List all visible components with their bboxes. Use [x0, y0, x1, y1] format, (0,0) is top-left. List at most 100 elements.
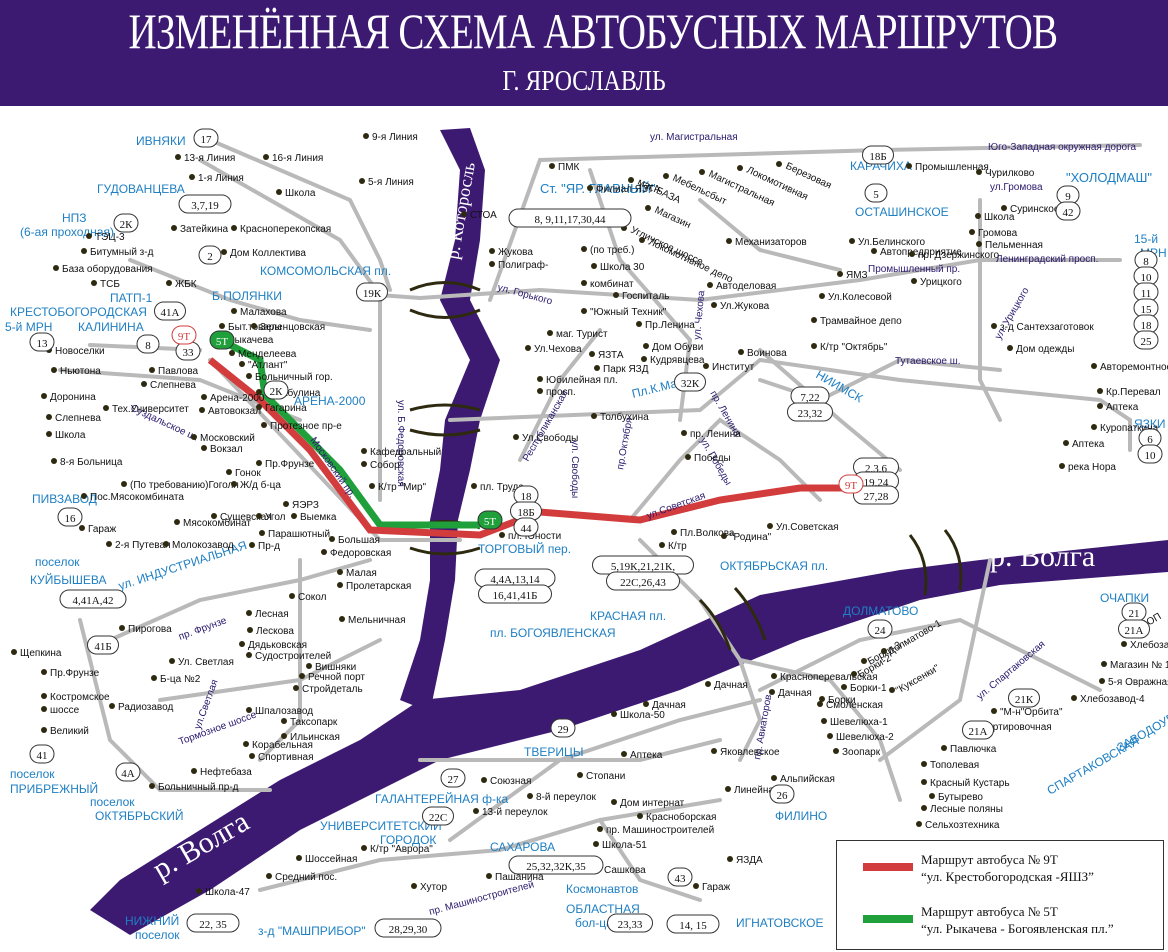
route-badge-1[interactable]: 3,7,19 — [178, 194, 232, 214]
route-badge-9[interactable]: 5Т — [209, 330, 235, 350]
stop-dot-167 — [486, 873, 492, 879]
stop-label-160: пр. Машиностроителей — [606, 825, 714, 836]
route-badge-14[interactable]: 41Б — [87, 635, 119, 655]
stop-dot-25 — [256, 389, 262, 395]
route-badge-0[interactable]: 17 — [193, 128, 219, 148]
route-badge-24[interactable]: 11 — [1133, 282, 1159, 302]
stop-dot-195 — [921, 805, 927, 811]
route-badge-26[interactable]: 18 — [1133, 314, 1159, 334]
route-badge-33[interactable]: 27,28 — [853, 485, 899, 505]
route-badge-38[interactable]: 5Т — [477, 510, 503, 530]
stop-dot-43 — [211, 513, 217, 519]
stop-label-2: 16-я Линия — [272, 153, 323, 164]
route-badge-42[interactable]: 22С,26,43 — [606, 571, 680, 591]
route-badge-5[interactable]: 13 — [29, 332, 55, 352]
stop-label-191: Павлючка — [950, 744, 997, 755]
route-badge-4[interactable]: 41А — [154, 301, 186, 321]
route-badge-37[interactable]: 44 — [513, 517, 539, 537]
district-label-2: НПЗ — [62, 211, 87, 225]
route-badge-17[interactable]: 8, 9,11,17,30,44 — [508, 208, 632, 228]
route-map[interactable]: р. Которосль р. Которосль р. Волга р. Во… — [0, 106, 1168, 952]
route-badge-59[interactable]: 10 — [1137, 444, 1163, 464]
stop-label-69: Речной порт — [308, 672, 365, 683]
route-badge-21[interactable]: 42 — [1055, 201, 1081, 221]
stop-dot-135 — [909, 251, 915, 257]
route-badge-22[interactable]: 8 — [1134, 250, 1158, 270]
route-badge-54[interactable]: 22, 35 — [186, 913, 240, 933]
stop-label-118: Ул.Советская — [776, 522, 839, 533]
stop-dot-6 — [86, 233, 92, 239]
route-badge-16[interactable]: 4А — [115, 762, 141, 782]
route-badge-58[interactable]: 6 — [1138, 428, 1162, 448]
stop-dot-140 — [1007, 345, 1013, 351]
route-badge-28[interactable]: 32К — [674, 372, 706, 392]
legend-5t-title: Маршрут автобуса № 5Т — [921, 904, 1058, 919]
stop-dot-39 — [231, 481, 237, 487]
stop-dot-40 — [121, 481, 127, 487]
route-badge-41[interactable]: 5,19К,21,21К, — [592, 555, 694, 575]
route-badge-50[interactable]: 22С — [422, 806, 454, 826]
route-badge-8[interactable]: 9Т — [171, 325, 197, 345]
route-badge-55[interactable]: 28,29,30 — [374, 918, 442, 938]
route-badge-34[interactable]: 9Т — [838, 474, 864, 494]
route-badge-48[interactable]: 29 — [550, 718, 576, 738]
route-badge-47[interactable]: 21А — [962, 720, 994, 740]
stop-label-173: Альпийская — [780, 774, 835, 785]
route-badge-25[interactable]: 15 — [1133, 298, 1159, 318]
svg-text:9Т: 9Т — [178, 331, 191, 343]
route-badge-2[interactable]: 2К — [113, 213, 139, 233]
stop-dot-181 — [861, 658, 867, 664]
stop-dot-158 — [611, 799, 617, 805]
stop-dot-138 — [811, 317, 817, 323]
stop-label-57: Малая — [346, 568, 377, 579]
route-badge-35[interactable]: 18 — [513, 485, 539, 505]
route-badge-6[interactable]: 8 — [136, 334, 160, 354]
district-label-49: Космонавтов — [566, 882, 638, 896]
stop-dot-172 — [725, 786, 731, 792]
route-badge-27[interactable]: 25 — [1133, 330, 1159, 350]
route-badge-11[interactable]: 19К — [356, 282, 388, 302]
route-badge-10[interactable]: 2К — [263, 380, 289, 400]
stop-dot-8 — [53, 265, 59, 271]
route-badge-7[interactable]: 33 — [175, 341, 201, 361]
stop-dot-82 — [109, 703, 115, 709]
stop-label-61: Лесная — [255, 609, 289, 620]
svg-text:19К: 19К — [363, 288, 382, 300]
route-badge-49[interactable]: 27 — [440, 768, 466, 788]
route-badge-56[interactable]: 23,33 — [607, 913, 653, 933]
stop-dot-36 — [51, 458, 57, 464]
route-badge-15[interactable]: 41 — [29, 744, 55, 764]
route-badge-39[interactable]: 4,4А,13,14 — [474, 568, 556, 588]
stop-dot-59 — [289, 593, 295, 599]
route-badge-43[interactable]: 24 — [867, 619, 893, 639]
stop-label-76: Нефтебаза — [200, 766, 252, 778]
route-badge-44[interactable]: 21 — [1121, 602, 1147, 622]
route-badge-53[interactable]: 43 — [667, 867, 693, 887]
route-badge-46[interactable]: 21К — [1008, 688, 1040, 708]
route-badge-12[interactable]: 16 — [57, 507, 83, 527]
svg-text:18: 18 — [1141, 320, 1153, 332]
stop-dot-15 — [219, 323, 225, 329]
stop-label-192: Тополевая — [930, 760, 979, 771]
route-badge-13[interactable]: 4,41А,42 — [59, 589, 127, 609]
stop-label-70: Стройдеталь — [302, 684, 363, 695]
route-badge-52[interactable]: 25,32,32К,35 — [508, 855, 604, 875]
route-badge-51[interactable]: 26 — [769, 784, 795, 804]
svg-text:24: 24 — [875, 625, 887, 637]
route-badge-18[interactable]: 18Б — [862, 145, 894, 165]
route-badge-23[interactable]: 10 — [1133, 266, 1159, 286]
route-badge-36[interactable]: 18Б — [510, 501, 542, 521]
stop-dot-136 — [911, 278, 917, 284]
route-badge-30[interactable]: 23,32 — [787, 402, 833, 422]
route-badge-29[interactable]: 7,22 — [790, 386, 830, 406]
route-badge-20[interactable]: 9 — [1056, 185, 1080, 205]
route-badge-45[interactable]: 21А — [1118, 619, 1150, 639]
route-badge-19[interactable]: 5 — [864, 183, 888, 203]
route-badge-57[interactable]: 14, 15 — [666, 914, 720, 934]
stop-label-138: Трамвайное депо — [820, 316, 902, 327]
route-badge-40[interactable]: 16,41,41Б — [478, 584, 552, 604]
stop-dot-22 — [149, 367, 155, 373]
stop-label-42: Мясокомбинат — [183, 517, 251, 529]
route-badge-3[interactable]: 2 — [198, 245, 222, 265]
stop-dot-196 — [916, 821, 922, 827]
